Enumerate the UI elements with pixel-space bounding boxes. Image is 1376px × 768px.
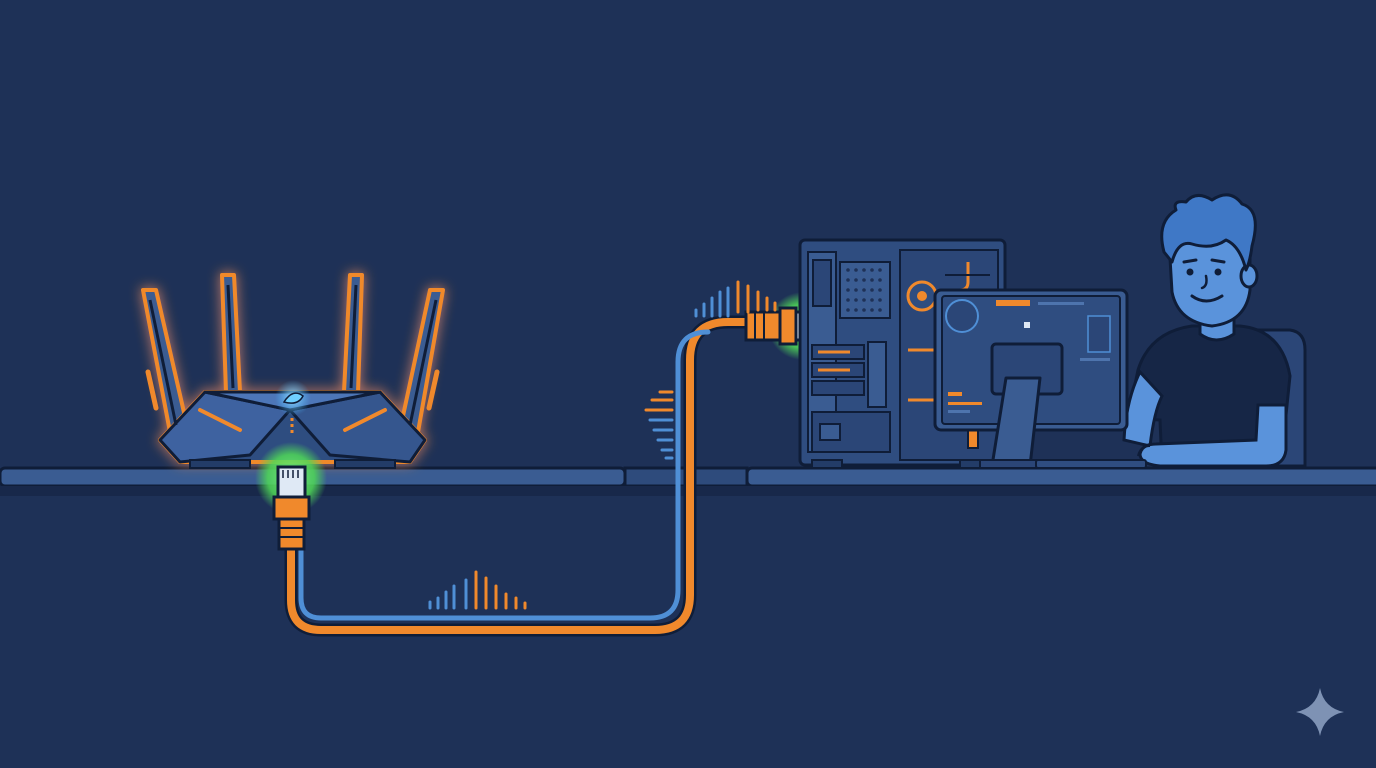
- signal-wave-icon: [694, 280, 777, 318]
- monitor-icon: [933, 288, 1129, 469]
- signal-wave-icon: [428, 570, 527, 610]
- person-icon: [1122, 193, 1307, 468]
- rj45-connector-icon: [255, 442, 327, 551]
- signal-wave-icon: [644, 390, 674, 460]
- sparkle-icon: [1296, 688, 1344, 736]
- person-hair: [1160, 193, 1257, 272]
- wifi-router-icon: [141, 273, 445, 469]
- keyboard: [1035, 459, 1147, 469]
- tower-vent: [846, 268, 882, 312]
- ethernet-cable-icon: [284, 315, 755, 637]
